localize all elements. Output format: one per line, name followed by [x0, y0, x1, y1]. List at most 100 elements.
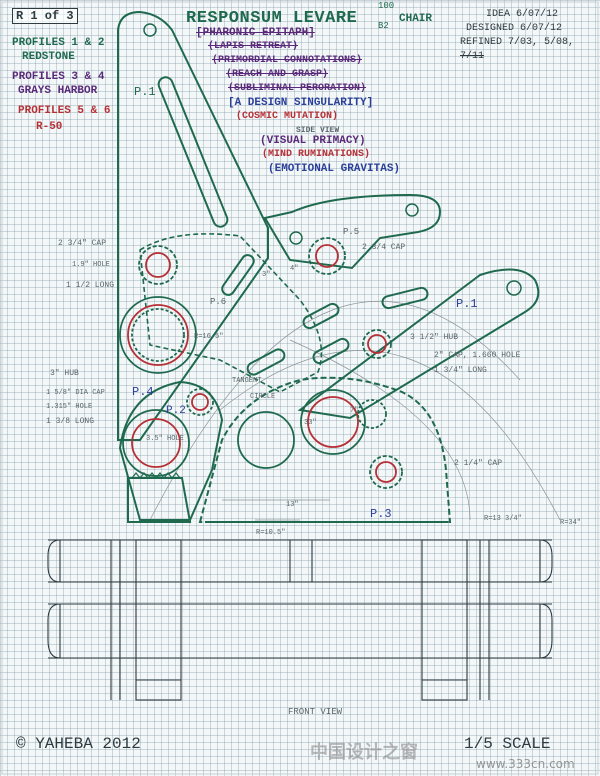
subtitle-line: (VISUAL PRIMACY): [260, 135, 366, 147]
profiles-5-6: PROFILES 5 & 6: [18, 105, 111, 117]
note-cap-lower-right: 2 1/4" CAP: [454, 459, 503, 468]
hole-p1-top: [143, 23, 157, 37]
hole-p5: [289, 231, 303, 245]
page-label: R 1 of 3: [12, 8, 78, 24]
note-long-1-3-8: 1 3/8 LONG: [46, 417, 95, 426]
hub-lower-right: [369, 455, 403, 489]
label-p1-top: P.1: [134, 85, 156, 99]
construction-arc: [289, 339, 471, 521]
subtitle-line: (EMOTIONAL GRAVITAS): [268, 163, 401, 175]
profiles-1-2: PROFILES 1 & 2: [12, 37, 105, 49]
profiles-5-6-material: R-50: [36, 121, 63, 133]
front-view-drawing: [47, 539, 553, 701]
signature: © YAHEBA 2012: [16, 735, 141, 753]
gear-teeth: [131, 472, 181, 479]
label-p2: P.2: [166, 405, 186, 417]
label-p5: P.5: [343, 227, 360, 237]
hub-p2-small: [186, 388, 214, 416]
note-dia-cap: 1 5/8" DIA CAP: [46, 389, 105, 397]
front-top-bar: [47, 539, 61, 583]
hole-p1-right: [506, 280, 522, 296]
construction-arc: [219, 350, 561, 521]
title: RESPONSUM LEVARE: [186, 9, 358, 28]
slot-p1: [157, 76, 229, 228]
front-view-label: FRONT VIEW: [288, 707, 343, 717]
hub-top-p5: [308, 237, 346, 275]
subtitle-line: (SUBLIMINAL PERORATION): [228, 83, 367, 94]
profile-p3: [198, 376, 452, 523]
watermark-url: www.333cn.com: [476, 757, 575, 771]
note-cap-left: 2 3/4" CAP: [58, 239, 107, 248]
note-dim-13: 13": [286, 501, 299, 509]
profiles-3-4-material: GRAYS HARBOR: [18, 85, 98, 97]
note-r-105: R=10.5": [256, 529, 286, 537]
label-p1-right: P.1: [456, 297, 478, 311]
profiles-3-4: PROFILES 3 & 4: [12, 71, 105, 83]
title-suffix: CHAIR: [399, 13, 433, 25]
slot-p6-c: [302, 302, 340, 330]
profile-p5: [263, 193, 442, 270]
note-long-left: 1 1/2 LONG: [66, 281, 115, 290]
hub-large-right: [300, 389, 387, 455]
subtitle-line: [PHARONIC EPITAPH]: [196, 27, 315, 39]
construction-arc: [149, 301, 521, 521]
note-circles: CIRCLE: [250, 393, 276, 401]
note-r-far: R=34": [560, 519, 582, 527]
hub-p2-large: [122, 409, 190, 477]
note-dim-4: 4": [290, 265, 299, 273]
hole-p5-right: [405, 203, 419, 217]
date-refined: REFINED 7/03, 5/08,: [460, 37, 575, 48]
date-idea: IDEA 6/07/12: [486, 9, 559, 20]
hub-large-left: [119, 296, 197, 374]
subtitle-line: [A DESIGN SINGULARITY]: [228, 97, 374, 109]
date-designed: DESIGNED 6/07/12: [466, 23, 563, 34]
note-r-165: R=16.5": [194, 333, 224, 341]
hub-right-small: [362, 329, 392, 359]
label-p6: P.6: [210, 297, 227, 307]
profile-p1-right: [297, 268, 540, 420]
front-right-block: [421, 539, 468, 701]
scale-label: 1/5 SCALE: [464, 735, 551, 753]
slot-p6-a: [221, 254, 255, 296]
profile-p2: [118, 380, 224, 521]
note-hole-35: 3.5" HOLE: [146, 435, 184, 443]
note-r-right: R=13 3/4": [484, 515, 522, 523]
profile-p1-arm: [117, 10, 269, 441]
front-left-block: [135, 539, 182, 701]
note-cap-top: 2 3/4 CAP: [362, 243, 406, 252]
title-superscript: 100: [378, 1, 395, 11]
note-hub-left: 3" HUB: [50, 369, 79, 378]
profile-p2-base: [127, 477, 192, 523]
note-tangent: TANGENT: [232, 377, 262, 385]
note-hole-left: 1.9" HOLE: [72, 261, 110, 269]
profile-p6: [139, 233, 323, 393]
note-long-right: 1 3/4" LONG: [434, 366, 487, 375]
note-dim-3: 3": [262, 271, 271, 279]
subtitle-line: (MIND RUMINATIONS): [262, 149, 371, 160]
hub-center: [237, 411, 295, 469]
front-top-bar: [539, 539, 553, 583]
note-hole-1315: 1.315" HOLE: [46, 403, 93, 411]
subtitle-line: (PRIMORDIAL CONNOTATIONS): [212, 55, 363, 66]
note-dim-33: 33": [304, 419, 317, 427]
hub-left-upper: [138, 245, 178, 285]
profiles-1-2-material: REDSTONE: [22, 51, 75, 63]
note-dim-7: 7": [350, 407, 359, 415]
note-hub-right: 3 1/2" HUB: [410, 333, 459, 342]
subtitle-line: (COSMIC MUTATION): [236, 111, 339, 122]
title-subscript: B2: [378, 21, 389, 31]
date-refined-extra: 7/11: [460, 51, 485, 62]
slot-p1-right: [381, 286, 429, 310]
front-mid-bar: [47, 603, 61, 659]
front-mid-bar: [539, 603, 553, 659]
label-p4: P.4: [132, 385, 154, 399]
subtitle-line: (LAPIS RETREAT): [208, 41, 299, 52]
label-p3: P.3: [370, 507, 392, 521]
subtitle-line: SIDE VIEW: [296, 126, 340, 135]
subtitle-line: (REACH AND GRASP): [226, 69, 329, 80]
note-cap-right: 2" CAP, 1.660 HOLE: [434, 351, 521, 360]
slot-p6-d: [312, 337, 350, 365]
slot-p6-b: [246, 348, 286, 376]
